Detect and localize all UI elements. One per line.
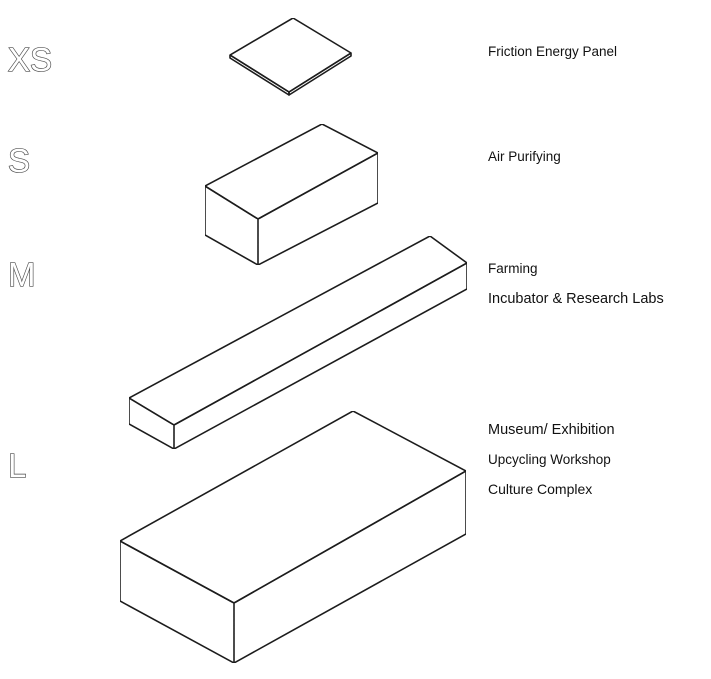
size-label-l: L bbox=[8, 447, 26, 484]
block-m-front bbox=[128, 397, 175, 450]
program-label-farming: Farming bbox=[488, 261, 538, 276]
size-label-xs: XS bbox=[8, 41, 52, 78]
block-l-front bbox=[119, 540, 235, 664]
program-label-upcycling-workshop: Upcycling Workshop bbox=[488, 452, 611, 467]
block-xs bbox=[229, 17, 352, 96]
block-l-top bbox=[119, 410, 467, 604]
block-l-side bbox=[233, 470, 467, 664]
program-label-incubator-research-labs: Incubator & Research Labs bbox=[488, 291, 664, 307]
program-label-friction-energy-panel: Friction Energy Panel bbox=[488, 44, 617, 59]
block-s bbox=[204, 123, 379, 266]
block-m-top bbox=[128, 235, 468, 426]
block-s-top bbox=[204, 123, 379, 220]
program-label-culture-complex: Culture Complex bbox=[488, 481, 592, 497]
size-label-m: M bbox=[8, 256, 36, 293]
program-label-air-purifying: Air Purifying bbox=[488, 149, 561, 164]
block-m-side bbox=[173, 262, 468, 450]
size-label-s: S bbox=[8, 142, 30, 179]
block-s-front bbox=[204, 185, 259, 266]
block-l bbox=[119, 410, 467, 664]
block-xs-top bbox=[229, 17, 352, 93]
block-m bbox=[128, 235, 468, 450]
program-label-museum-exhibition: Museum/ Exhibition bbox=[488, 422, 615, 438]
